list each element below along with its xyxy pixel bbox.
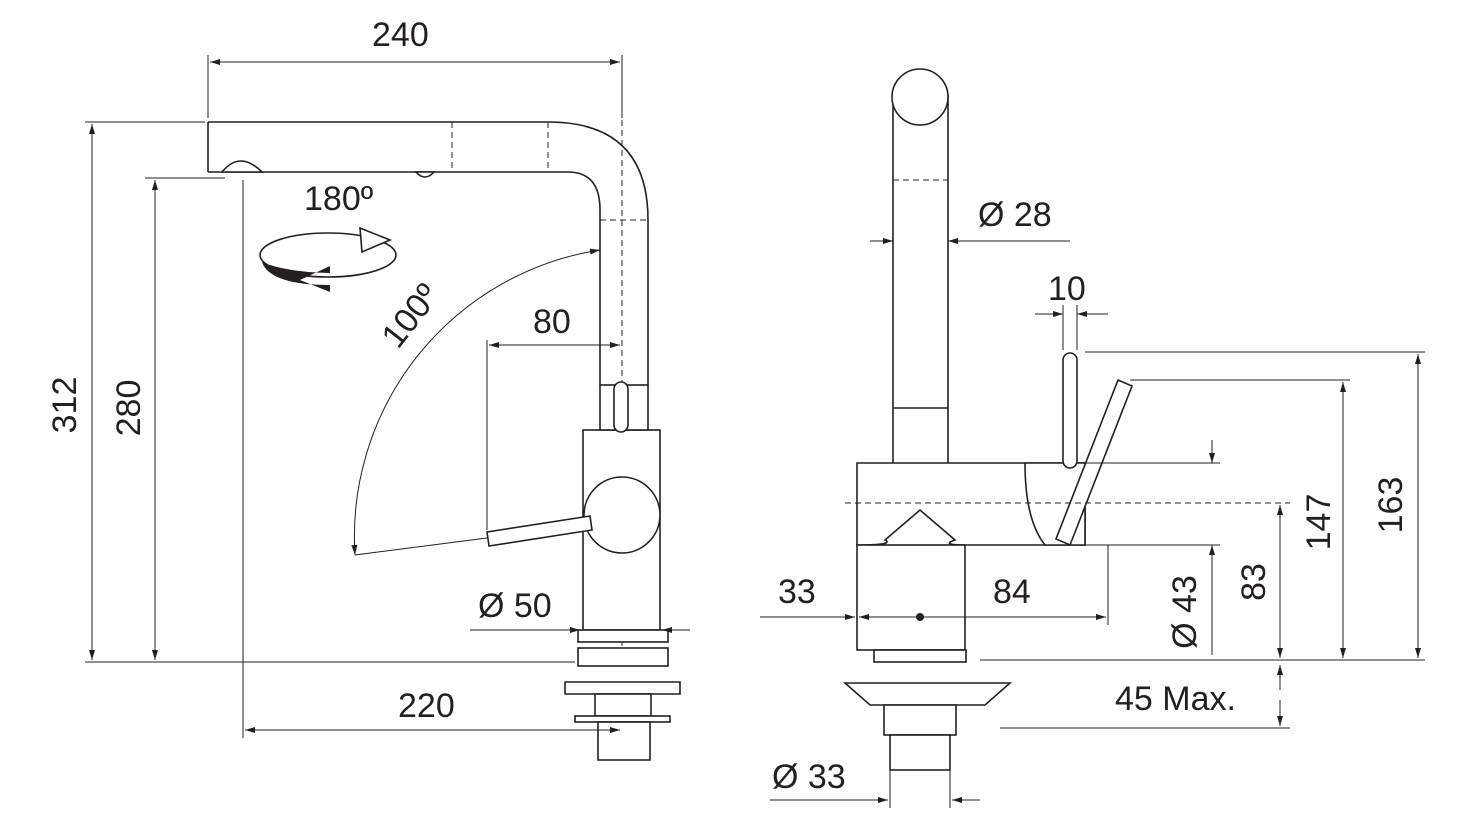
dim-diameter-50: Ø 50 bbox=[478, 587, 552, 625]
lever-handle bbox=[486, 515, 593, 547]
dim-83: 83 bbox=[1235, 563, 1273, 601]
dim-84: 84 bbox=[993, 573, 1031, 611]
dim-45-max: 45 Max. bbox=[1115, 680, 1236, 718]
side-view: 240 312 280 180º 100º 80 Ø 50 220 bbox=[46, 16, 690, 761]
dim-240: 240 bbox=[372, 16, 429, 54]
dim-33: 33 bbox=[778, 573, 816, 611]
dim-diameter-33: Ø 33 bbox=[772, 758, 846, 796]
dim-220: 220 bbox=[398, 687, 455, 725]
dim-312: 312 bbox=[46, 377, 84, 434]
rotation-180: 180º bbox=[304, 180, 373, 218]
rotation-arrow-icon bbox=[259, 226, 397, 292]
lever-hub bbox=[583, 476, 661, 554]
angle-100: 100º bbox=[374, 277, 447, 355]
lever-front bbox=[1062, 352, 1078, 469]
dim-diameter-28: Ø 28 bbox=[978, 196, 1052, 234]
dim-280: 280 bbox=[110, 380, 148, 437]
dim-163: 163 bbox=[1372, 477, 1410, 534]
dim-10: 10 bbox=[1048, 270, 1086, 308]
front-view: Ø 28 10 163 147 83 Ø 43 33 84 45 Max. Ø … bbox=[760, 68, 1425, 808]
spout-bottom-outline bbox=[208, 171, 601, 385]
spout-top-outline bbox=[208, 121, 649, 385]
spout-tip bbox=[891, 68, 949, 126]
aerator-icon bbox=[220, 160, 264, 173]
dim-147: 147 bbox=[1300, 494, 1338, 551]
dim-diameter-43: Ø 43 bbox=[1166, 575, 1204, 649]
dim-80: 80 bbox=[533, 303, 571, 341]
